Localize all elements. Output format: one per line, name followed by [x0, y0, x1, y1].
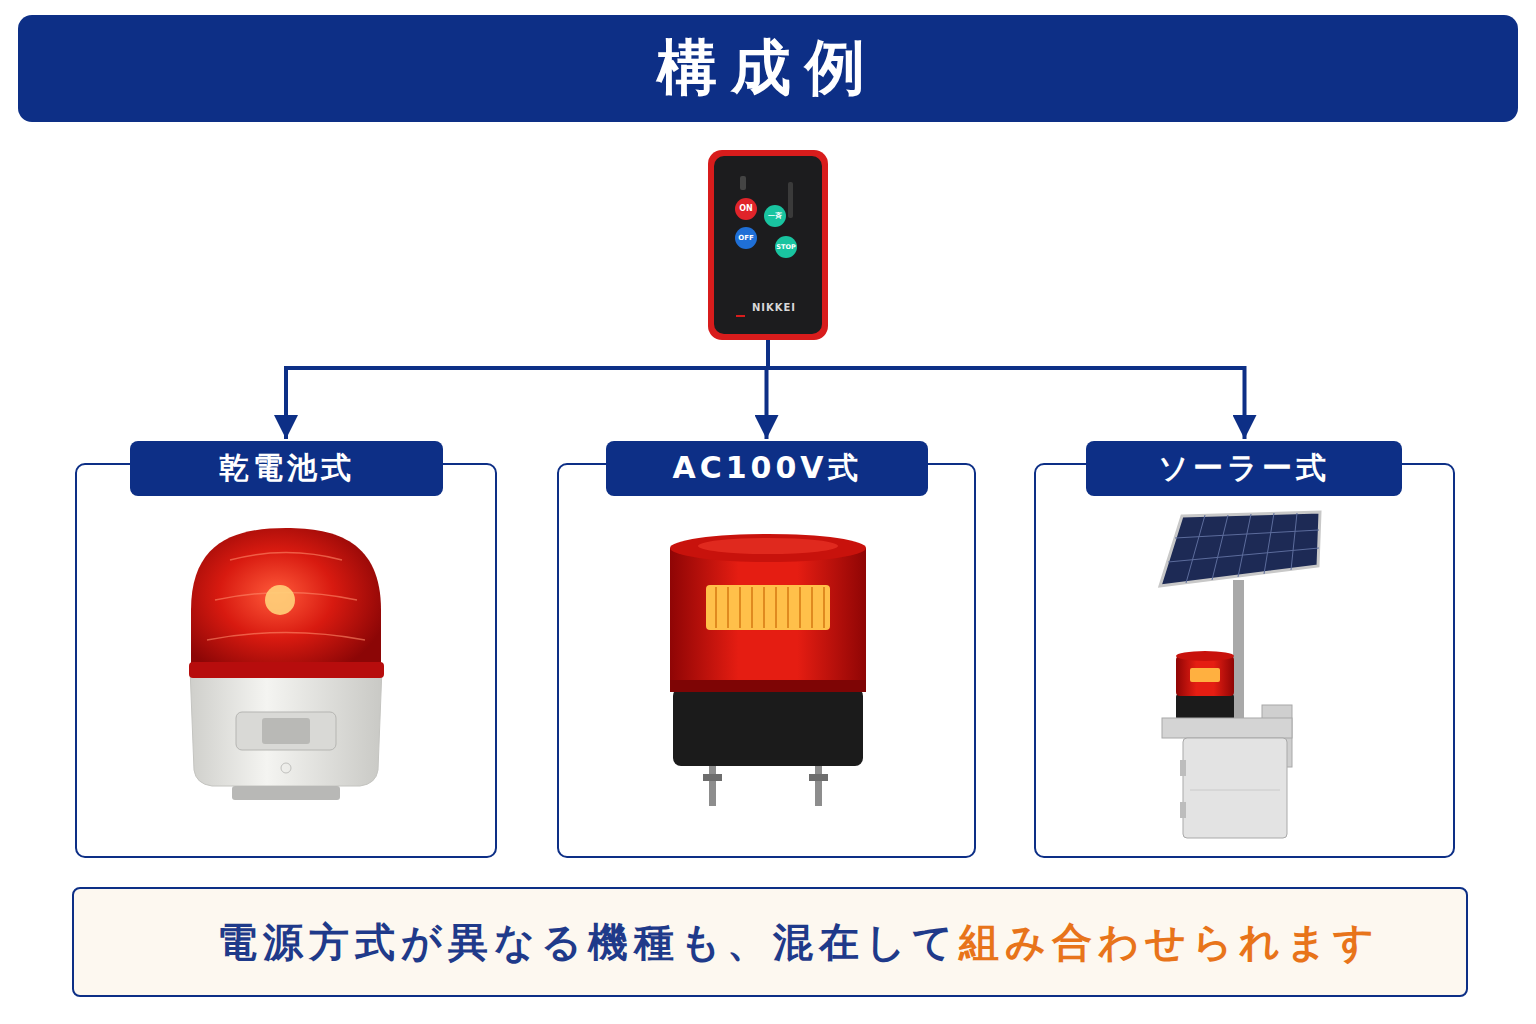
note-highlight: 組み合わせられます [959, 915, 1380, 970]
panel-tab: ソーラー式 [1086, 441, 1402, 496]
ac-lamp [670, 534, 866, 806]
battery-lamp-part [281, 763, 291, 773]
remote-control-part [775, 236, 797, 258]
remote-control [708, 150, 828, 340]
panel-outline [75, 463, 497, 858]
solar-lamp-part-part [1264, 513, 1274, 574]
ac-lamp-part-part [763, 587, 765, 628]
battery-lamp-part [262, 718, 310, 744]
ac-lamp-part-part [739, 587, 741, 628]
solar-lamp-part-part [1212, 515, 1228, 580]
solar-lamp-part [1168, 513, 1319, 583]
panel-tab: AC100V式 [606, 441, 928, 496]
remote-control-part [788, 182, 793, 218]
panel-heading: AC100V式 [672, 448, 861, 489]
ac-lamp-part [670, 548, 866, 690]
connector-arrow [286, 340, 768, 439]
solar-lamp-part [1180, 802, 1186, 818]
ac-lamp-part [706, 585, 830, 630]
solar-lamp-part-part [1175, 530, 1319, 538]
title-text: 構成例 [657, 28, 879, 109]
solar-lamp-part [1183, 738, 1287, 838]
battery-lamp-part [190, 668, 382, 786]
button-label: 一斉 [768, 213, 782, 220]
ac-lamp-part [673, 688, 863, 766]
ac-lamp-part [670, 534, 866, 562]
remote-control-part [764, 205, 786, 227]
solar-lamp-part [1160, 512, 1320, 586]
ac-lamp-part-part [823, 587, 825, 628]
ac-lamp-part [809, 774, 828, 781]
battery-lamp [189, 528, 384, 800]
solar-lamp-part-part [1238, 514, 1251, 577]
remote-box: ON OFF 一斉 STOP NIKKEI [708, 150, 828, 340]
battery-lamp-part [232, 786, 340, 800]
ac-lamp-part-part [799, 587, 801, 628]
product-panel: ソーラー式 [1034, 441, 1455, 858]
ac-lamp-part-part [727, 587, 729, 628]
battery-lamp-part [207, 553, 365, 641]
ac-lamp-part [815, 766, 822, 806]
ac-lamp-part [698, 538, 838, 554]
solar-lamp-part [1162, 718, 1292, 738]
solar-lamp-part-part [1291, 513, 1297, 570]
solar-lamp-part [1176, 651, 1234, 661]
solar-lamp [1160, 512, 1320, 838]
panel-tab: 乾電池式 [130, 441, 443, 496]
solar-lamp-part [1176, 656, 1234, 696]
product-panel: 乾電池式 [75, 441, 497, 858]
button-label: STOP [776, 244, 795, 251]
solar-lamp-part [1190, 790, 1280, 791]
button-label: OFF [738, 235, 754, 242]
ac-lamp-part [716, 587, 824, 628]
solar-lamp-part [1180, 760, 1186, 776]
solar-lamp-part-part [1186, 515, 1205, 583]
note-text: 電源方式が異なる機種も、混在して [217, 915, 959, 970]
button-label: ON [739, 205, 753, 213]
panel-outline [557, 463, 976, 858]
solar-lamp-part-part [1168, 548, 1319, 562]
solar-lamp-part [1176, 694, 1234, 720]
ac-lamp-part-part [775, 587, 777, 628]
remote-control-part [740, 176, 746, 190]
remote-control-part [708, 150, 828, 340]
ac-lamp-part [703, 774, 722, 781]
product-panel: AC100V式 [557, 441, 976, 858]
battery-lamp-part [191, 528, 381, 676]
battery-lamp-part [189, 662, 384, 678]
battery-lamp-part-part [207, 633, 365, 641]
battery-lamp-part-part [230, 553, 342, 561]
panel-outline [1034, 463, 1455, 858]
remote-control-part [714, 156, 822, 334]
remote-control-part [735, 198, 757, 220]
ac-lamp-part-part [811, 587, 813, 628]
ac-lamp-part-part [715, 587, 717, 628]
ac-lamp-part [670, 680, 866, 692]
brand-label: NIKKEI [752, 303, 796, 313]
battery-lamp-part [236, 712, 336, 750]
ac-lamp-part [709, 766, 716, 806]
note-line: 電源方式が異なる機種も、混在して組み合わせられます [217, 889, 1380, 995]
solar-lamp-part [1190, 668, 1220, 682]
ac-lamp-part-part [751, 587, 753, 628]
remote-control-part [735, 227, 757, 249]
note-box: 電源方式が異なる機種も、混在して組み合わせられます [72, 887, 1468, 997]
battery-lamp-part [265, 585, 295, 615]
panel-heading: ソーラー式 [1158, 448, 1330, 489]
connector-arrow [768, 340, 1245, 439]
remote-control-part [736, 315, 745, 317]
title-band: 構成例 [18, 15, 1518, 122]
panel-heading: 乾電池式 [219, 448, 355, 489]
ac-lamp-part-part [787, 587, 789, 628]
